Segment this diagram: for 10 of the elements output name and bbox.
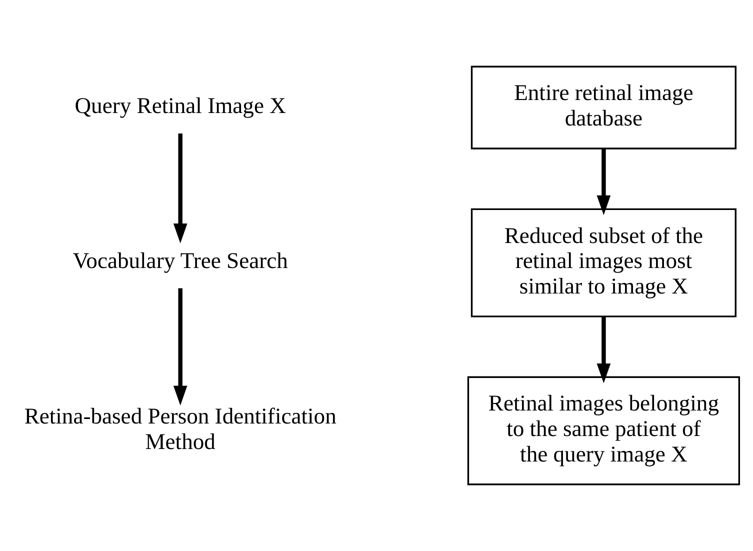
arrow [596, 316, 611, 384]
node-text: Vocabulary Tree Search [72, 248, 288, 274]
node-box: Entire retinal image database [470, 66, 736, 150]
node-box: Retinal images belonging to the same patient of the query image X [467, 376, 740, 486]
arrow [173, 133, 188, 244]
arrow [173, 288, 188, 406]
node-text: Query Retinal Image X [74, 92, 286, 118]
arrow [596, 148, 611, 216]
node-box: Reduced subset of the retinal images most similar to image X [470, 208, 736, 318]
node-text: Retina-based Person Identification Method [24, 403, 336, 454]
